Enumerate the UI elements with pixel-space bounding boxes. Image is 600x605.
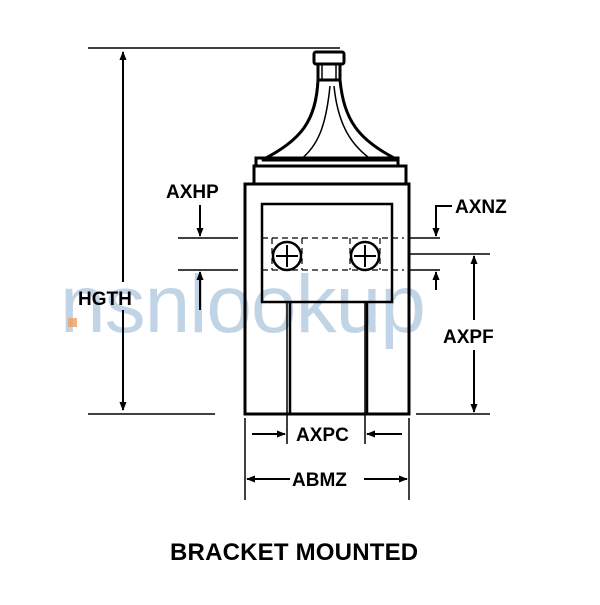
mounting-plate xyxy=(260,202,394,304)
switch-head xyxy=(261,79,399,162)
dimension-label-axnz: AXNZ xyxy=(455,197,507,218)
dimension-label-hgth: HGTH xyxy=(78,289,132,310)
switch-body xyxy=(243,50,411,416)
extension-lines xyxy=(88,47,490,500)
dimension-axnz xyxy=(432,205,452,290)
dimension-label-axpc: AXPC xyxy=(296,425,349,446)
figure-caption: BRACKET MOUNTED xyxy=(170,539,418,566)
watermark-dot xyxy=(68,318,77,327)
mounting-holes xyxy=(262,237,404,272)
actuator-cap xyxy=(312,50,346,66)
dimension-label-axpf: AXPF xyxy=(443,327,494,348)
dimension-label-abmz: ABMZ xyxy=(292,470,347,491)
actuator-stem xyxy=(316,62,342,82)
dimension-label-axhp: AXHP xyxy=(166,182,219,203)
body-top-band xyxy=(252,164,408,186)
body-housing xyxy=(243,182,411,416)
